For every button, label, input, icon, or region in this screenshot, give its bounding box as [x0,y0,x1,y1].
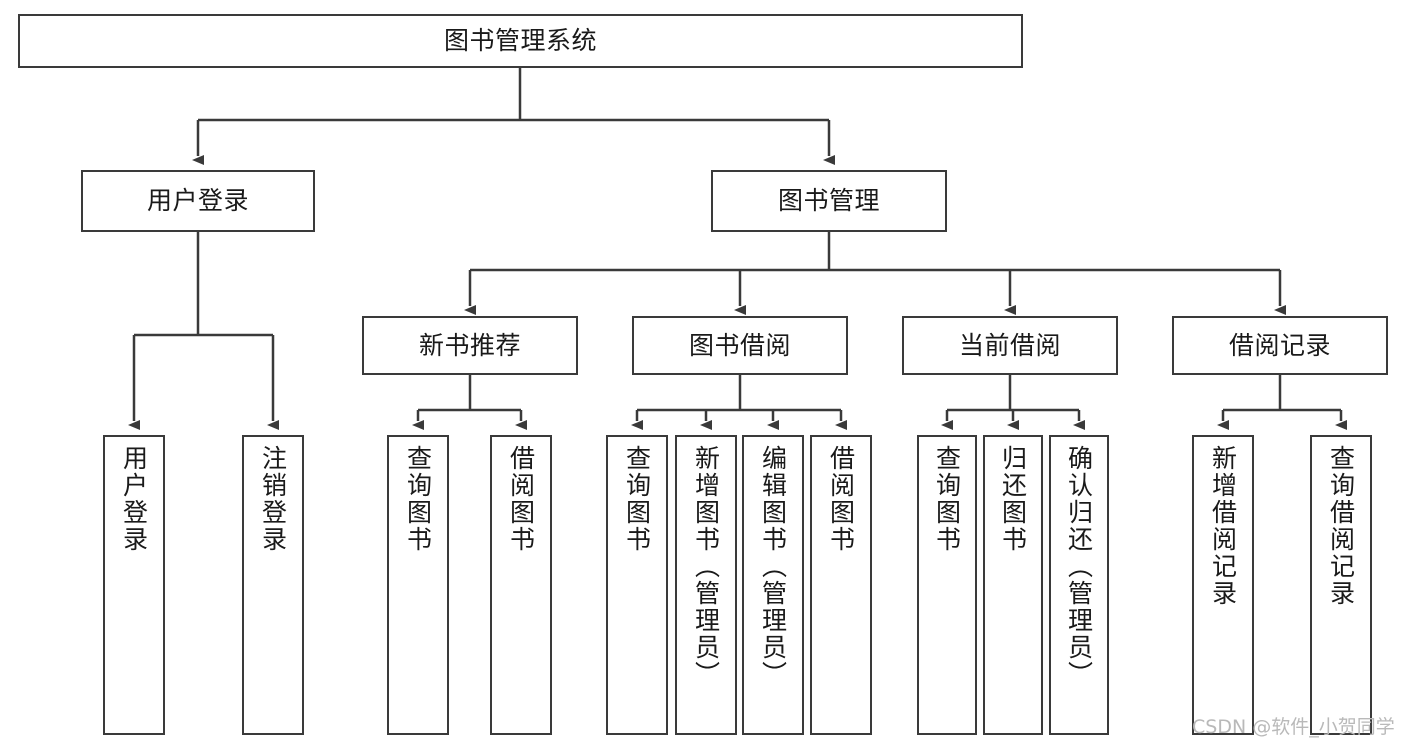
leaf-record-add-borrow-record[interactable]: 新增借阅记录 [1192,435,1254,735]
leaf-current-return-book[interactable]: 归还图书 [983,435,1043,735]
node-label: 新书推荐 [418,330,521,360]
node-label: 图书管理 [777,186,880,216]
node-label: 图书管理系统 [443,26,597,56]
node-label: 注销登录 [258,445,288,553]
node-label: 图书借阅 [688,330,791,360]
node-book-borrow[interactable]: 图书借阅 [632,316,848,375]
leaf-user-login-login[interactable]: 用户登录 [103,435,165,735]
leaf-new-book-borrow[interactable]: 借阅图书 [490,435,552,735]
node-borrow-record[interactable]: 借阅记录 [1172,316,1388,375]
leaf-borrow-borrow-book[interactable]: 借阅图书 [810,435,872,735]
watermark: CSDN @软件_小贺同学 [1192,716,1395,738]
leaf-record-query-borrow-record[interactable]: 查询借阅记录 [1310,435,1372,735]
node-root-book-management-system[interactable]: 图书管理系统 [18,14,1023,68]
node-label: 借阅记录 [1228,330,1331,360]
leaf-user-login-logout[interactable]: 注销登录 [242,435,304,735]
node-label: 查询图书 [932,445,962,553]
leaf-borrow-query-book[interactable]: 查询图书 [606,435,668,735]
leaf-current-query-book[interactable]: 查询图书 [917,435,977,735]
node-label: 当前借阅 [958,330,1061,360]
node-current-borrow[interactable]: 当前借阅 [902,316,1118,375]
node-label: 借阅图书 [506,445,536,553]
leaf-borrow-edit-book-admin[interactable]: 编辑图书（管理员） [742,435,804,735]
node-new-book-recommend[interactable]: 新书推荐 [362,316,578,375]
node-label: 确认归还（管理员） [1064,445,1094,688]
leaf-new-book-query[interactable]: 查询图书 [387,435,449,735]
node-label: 查询借阅记录 [1326,445,1356,607]
node-label: 归还图书 [998,445,1028,553]
node-label: 查询图书 [622,445,652,553]
leaf-borrow-add-book-admin[interactable]: 新增图书（管理员） [675,435,737,735]
node-label: 新增借阅记录 [1208,445,1238,607]
node-label: 新增图书（管理员） [691,445,721,688]
node-label: 用户登录 [119,445,149,553]
node-book-management[interactable]: 图书管理 [711,170,947,232]
leaf-current-confirm-return-admin[interactable]: 确认归还（管理员） [1049,435,1109,735]
node-label: 编辑图书（管理员） [758,445,788,688]
node-label: 查询图书 [403,445,433,553]
node-label: 借阅图书 [826,445,856,553]
node-label: 用户登录 [146,186,249,216]
node-user-login[interactable]: 用户登录 [81,170,315,232]
